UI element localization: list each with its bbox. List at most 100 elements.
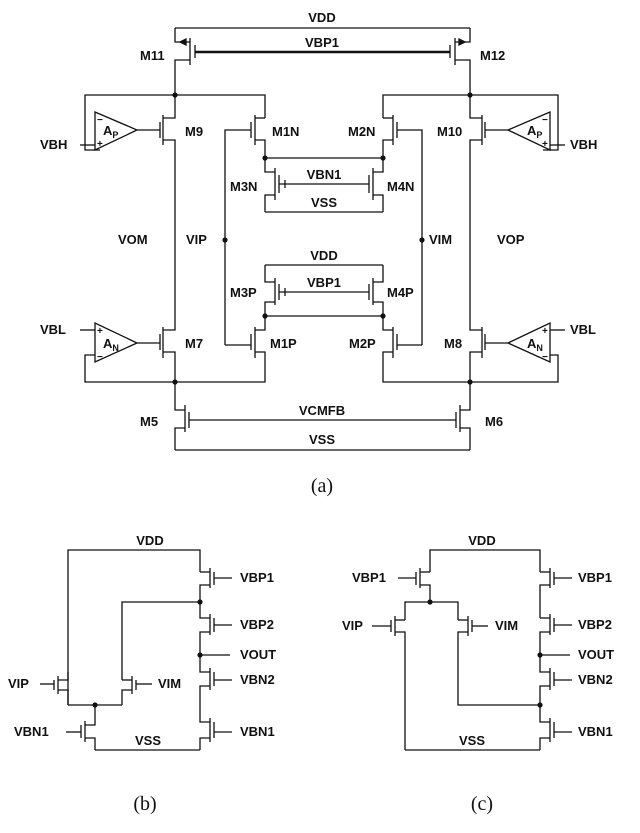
- c-stack-vbp2-transistor: [539, 614, 572, 655]
- a-vss-label: VSS: [309, 432, 335, 447]
- c-tail-transistor: [398, 568, 431, 602]
- c-vbn2-label: VBN2: [578, 672, 613, 687]
- b-vbn2-label: VBN2: [240, 672, 275, 687]
- c-stack-vbn2-transistor: [539, 655, 572, 716]
- b-stack-vbn1-transistor: [199, 716, 232, 750]
- b-stack-vbp2-transistor: [199, 602, 232, 655]
- a-m2n-transistor: [382, 115, 423, 240]
- a-m6-label: M6: [485, 414, 503, 429]
- a-m2p-transistor: [382, 316, 422, 365]
- a-m3n-label: M3N: [230, 179, 257, 194]
- a-vbn1-label: VBN1: [307, 167, 342, 182]
- a-m3p-label: M3P: [230, 285, 257, 300]
- a-m4n-transistor: [368, 158, 384, 212]
- a-vbh-right-label: VBH: [570, 137, 597, 152]
- c-vbp1-tail-label: VBP1: [352, 570, 386, 585]
- a-vbl-left-label: VBL: [40, 322, 66, 337]
- a-m2p-label: M2P: [349, 336, 376, 351]
- a-m5-transistor: [174, 382, 190, 450]
- c-vdd-label: VDD: [468, 533, 495, 548]
- c-vout-label: VOUT: [578, 647, 614, 662]
- a-vbp1-inner-label: VBP1: [307, 275, 341, 290]
- a-ap-amplifier-right: [506, 111, 551, 152]
- c-vim-label: VIM: [495, 618, 518, 633]
- a-vbl-right-label: VBL: [570, 322, 596, 337]
- a-m5-label: M5: [140, 414, 158, 429]
- a-inner-vdd-label: VDD: [310, 248, 337, 263]
- figure-b: VDD VBP1 VBP2 VOUT VBN2: [8, 533, 276, 815]
- a-ap-right-label: AP: [527, 123, 542, 140]
- a-m7-transistor: [159, 320, 176, 382]
- a-vbh-left-label: VBH: [40, 137, 67, 152]
- figure-a: VDD M11 M12 VBP1: [40, 10, 597, 497]
- a-vim-label: VIM: [429, 232, 452, 247]
- a-m1p-transistor: [225, 316, 266, 365]
- b-vip-transistor: [40, 672, 69, 705]
- a-an-amplifier-right: [506, 321, 551, 364]
- b-stack-vbp1-transistor: [199, 568, 232, 602]
- a-an-right-plus: +: [542, 326, 548, 337]
- a-m11-label: M11: [140, 48, 165, 63]
- a-an-left-minus: −: [97, 352, 103, 363]
- a-m4p-label: M4P: [387, 285, 414, 300]
- c-caption: (c): [471, 793, 493, 815]
- a-m3p-transistor: [264, 265, 280, 316]
- b-vim-label: VIM: [158, 676, 181, 691]
- a-m4n-label: M4N: [387, 179, 414, 194]
- a-an-left-plus: +: [97, 326, 103, 337]
- a-m12-label: M12: [480, 48, 505, 63]
- b-vip-label: VIP: [8, 676, 29, 691]
- a-m2n-label: M2N: [348, 124, 375, 139]
- b-vbp1-label: VBP1: [240, 570, 274, 585]
- b-stack-vbn2-transistor: [199, 655, 232, 716]
- a-vom-label: VOM: [118, 232, 148, 247]
- c-stack-vbp1-transistor: [539, 568, 572, 618]
- b-vbp2-label: VBP2: [240, 617, 274, 632]
- a-m8-label: M8: [444, 336, 462, 351]
- c-vbn1-label: VBN1: [578, 724, 613, 739]
- b-vbn1-tail-label: VBN1: [14, 724, 49, 739]
- c-stack-vbn1-transistor: [539, 716, 572, 750]
- a-an-right-label: AN: [527, 336, 543, 353]
- a-m10-transistor: [469, 95, 486, 235]
- b-tail-transistor: [66, 705, 96, 750]
- a-m8-transistor: [469, 320, 486, 382]
- a-ap-right-plus: +: [542, 139, 548, 150]
- a-an-right-minus: −: [542, 352, 548, 363]
- a-m1p-label: M1P: [270, 336, 297, 351]
- a-an-left-label: AN: [103, 336, 119, 353]
- a-ap-left-label: AP: [103, 123, 118, 140]
- b-caption: (b): [133, 793, 156, 815]
- figure-c: VDD VBP1 VIP VIM: [342, 533, 614, 815]
- a-vip-label: VIP: [186, 232, 207, 247]
- a-m9-transistor: [159, 95, 176, 235]
- c-vdd-rail: [429, 549, 541, 572]
- a-ap-left-plus: +: [97, 139, 103, 150]
- a-ap-amplifier-left: [94, 111, 139, 152]
- a-m3n-transistor: [264, 158, 280, 212]
- a-m4p-transistor: [368, 265, 384, 316]
- a-m6-transistor: [455, 382, 471, 450]
- b-vim-transistor: [121, 676, 152, 705]
- a-inner-vss-label: VSS: [311, 195, 337, 210]
- b-vdd-rail: [67, 549, 201, 705]
- b-vout-label: VOUT: [240, 647, 276, 662]
- a-vcmfb-label: VCMFB: [299, 403, 345, 418]
- a-vdd-label: VDD: [308, 10, 335, 25]
- a-caption: (a): [311, 475, 333, 497]
- a-m7-label: M7: [185, 336, 203, 351]
- a-m9-label: M9: [185, 124, 203, 139]
- a-m1n-transistor: [224, 115, 266, 240]
- a-vbp1-label: VBP1: [305, 35, 339, 50]
- c-vss-label: VSS: [459, 733, 485, 748]
- a-ap-right-minus: −: [542, 115, 548, 126]
- c-vip-transistor: [372, 616, 406, 750]
- a-ap-left-minus: −: [97, 115, 103, 126]
- c-vbp2-label: VBP2: [578, 617, 612, 632]
- a-an-amplifier-left: [94, 321, 139, 364]
- b-vdd-label: VDD: [136, 533, 163, 548]
- a-m12-transistor: [449, 28, 471, 88]
- a-m10-label: M10: [437, 124, 462, 139]
- c-vip-label: VIP: [342, 618, 363, 633]
